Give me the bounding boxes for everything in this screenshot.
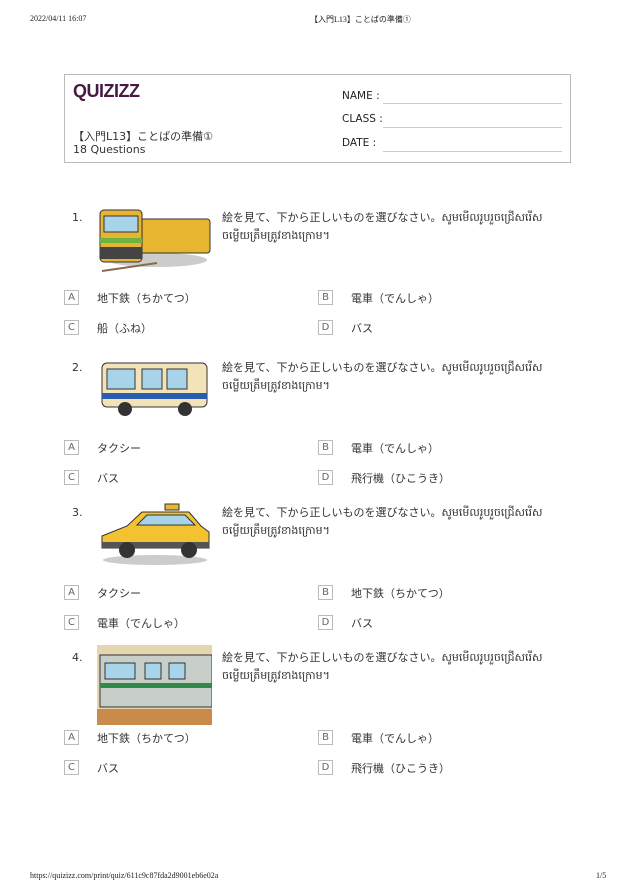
class-line (383, 127, 562, 128)
option-text: バス (351, 322, 373, 335)
option-text: バス (97, 762, 119, 775)
question: 2. 絵を見て、下から正しいものを選びなさい。សូមមើលរូបរួចជ្រើសរ… (0, 355, 635, 505)
question-text: 絵を見て、下から正しいものを選びなさい。សូមមើលរូបរួចជ្រើសរើស… (222, 211, 543, 242)
question: 4. 絵を見て、下から正しいものを選びなさい。សូមមើលរូបរួចជ្រើសរ… (0, 645, 635, 795)
question-number: 4. (72, 651, 83, 664)
option-letter-box: B (318, 440, 333, 455)
option-text: タクシー (97, 442, 141, 455)
question-number: 1. (72, 211, 83, 224)
option-text: バス (351, 617, 373, 630)
option-text: 電車（でんしゃ） (97, 617, 185, 630)
question-image-taxi (97, 500, 212, 568)
print-url: https://quizizz.com/print/quiz/611c9c87f… (30, 871, 219, 880)
option-letter-box: B (318, 585, 333, 600)
print-title: 【入門L13】ことばの準備① (310, 15, 411, 24)
question-text: 絵を見て、下から正しいものを選びなさい。សូមមើលរូបរួចជ្រើសរើស… (222, 361, 543, 392)
option-letter-box: C (64, 470, 79, 485)
quiz-header: QUIZIZZ 【入門L13】ことばの準備① 18 Questions NAME… (64, 74, 571, 163)
option-letter-box: A (64, 730, 79, 745)
option-letter-box: C (64, 320, 79, 335)
option-letter-box: D (318, 760, 333, 775)
quizizz-logo: QUIZIZZ (73, 81, 140, 101)
option-letter-box: A (64, 585, 79, 600)
option-letter-box: D (318, 320, 333, 335)
date-label: DATE : (342, 137, 377, 149)
option-text: 電車（でんしゃ） (351, 732, 439, 745)
option-text: 電車（でんしゃ） (351, 292, 439, 305)
option-letter-box: D (318, 470, 333, 485)
question-image-train (97, 205, 212, 273)
class-label: CLASS : (342, 113, 383, 125)
name-label: NAME : (342, 90, 380, 102)
option-text: タクシー (97, 587, 141, 600)
option-text: 飛行機（ひこうき） (351, 762, 450, 775)
option-text: 飛行機（ひこうき） (351, 472, 450, 485)
question-text: 絵を見て、下から正しいものを選びなさい。សូមមើលរូបរួចជ្រើសរើស… (222, 651, 543, 682)
option-text: 地下鉄（ちかてつ） (97, 292, 196, 305)
option-letter-box: D (318, 615, 333, 630)
option-letter-box: A (64, 290, 79, 305)
option-letter-box: C (64, 760, 79, 775)
question-number: 2. (72, 361, 83, 374)
option-letter-box: C (64, 615, 79, 630)
question: 1. 絵を見て、下から正しいものを選びなさい。សូមមើលរូបរួចជ្រើសរ… (0, 205, 635, 355)
question-image-bus (97, 355, 212, 423)
date-line (383, 151, 562, 152)
option-text: 地下鉄（ちかてつ） (97, 732, 196, 745)
option-text: 電車（でんしゃ） (351, 442, 439, 455)
page-number: 1/5 (596, 871, 607, 880)
question: 3. 絵を見て、下から正しいものを選びなさい。សូមមើលរូបរួចជ្រើសរ… (0, 500, 635, 650)
question-text: 絵を見て、下から正しいものを選びなさい。សូមមើលរូបរួចជ្រើសរើស… (222, 506, 543, 537)
quiz-title: 【入門L13】ことばの準備① (73, 130, 213, 143)
option-text: 船（ふね） (97, 322, 152, 335)
question-number: 3. (72, 506, 83, 519)
name-line (383, 103, 562, 104)
print-datetime: 2022/04/11 16:07 (30, 14, 87, 23)
option-text: 地下鉄（ちかてつ） (351, 587, 450, 600)
question-image-subway (97, 645, 213, 725)
question-count: 18 Questions (73, 143, 146, 156)
option-letter-box: B (318, 290, 333, 305)
option-text: バス (97, 472, 119, 485)
option-letter-box: B (318, 730, 333, 745)
option-letter-box: A (64, 440, 79, 455)
